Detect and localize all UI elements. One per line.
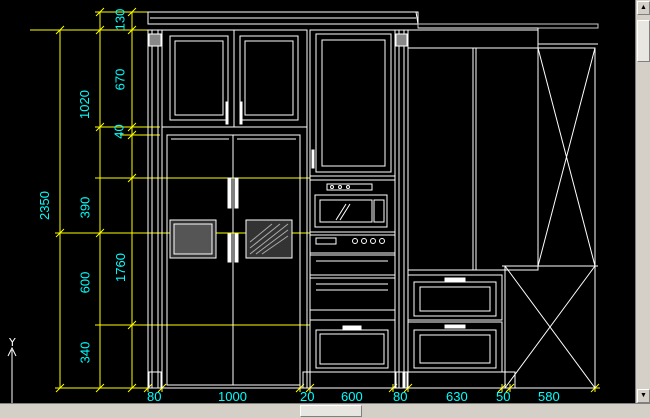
dim-lower-height: 1760 xyxy=(112,253,128,282)
horizontal-scrollbar[interactable] xyxy=(0,403,650,418)
dim-340: 340 xyxy=(77,341,93,364)
dim-bottom-580: 580 xyxy=(538,389,560,404)
dim-bottom-80-left: 80 xyxy=(147,389,162,404)
dim-bottom-80-mid: 80 xyxy=(393,389,408,404)
fridge-opening xyxy=(161,126,308,389)
dim-600: 600 xyxy=(77,271,93,294)
scroll-up-arrow-icon[interactable]: ▲ xyxy=(637,1,650,15)
dim-bottom-630: 630 xyxy=(446,389,468,404)
horizontal-scroll-thumb[interactable] xyxy=(300,405,362,417)
vertical-scroll-thumb[interactable] xyxy=(637,20,650,62)
dim-390: 390 xyxy=(77,196,93,219)
dim-bottom-600: 600 xyxy=(341,389,363,404)
dim-upper-height: 1020 xyxy=(76,90,92,119)
dim-bottom-50: 50 xyxy=(496,389,511,404)
right-drawer-1 xyxy=(407,274,503,321)
vertical-scrollbar[interactable]: ▲ ▼ xyxy=(635,0,650,404)
dim-bottom-1000: 1000 xyxy=(218,389,247,404)
dim-130: 130 xyxy=(112,8,128,31)
dim-total-height: 2350 xyxy=(36,191,52,220)
crown-molding xyxy=(147,11,419,25)
ucs-y-label: Y xyxy=(9,336,16,349)
scroll-down-arrow-icon[interactable]: ▼ xyxy=(637,389,650,403)
dim-670: 670 xyxy=(112,68,128,91)
oven-lower xyxy=(309,234,396,254)
cabinet-elevation xyxy=(147,11,599,389)
dim-40: 40 xyxy=(111,124,127,139)
dim-bottom-20: 20 xyxy=(300,389,315,404)
oven-upper xyxy=(309,179,396,233)
